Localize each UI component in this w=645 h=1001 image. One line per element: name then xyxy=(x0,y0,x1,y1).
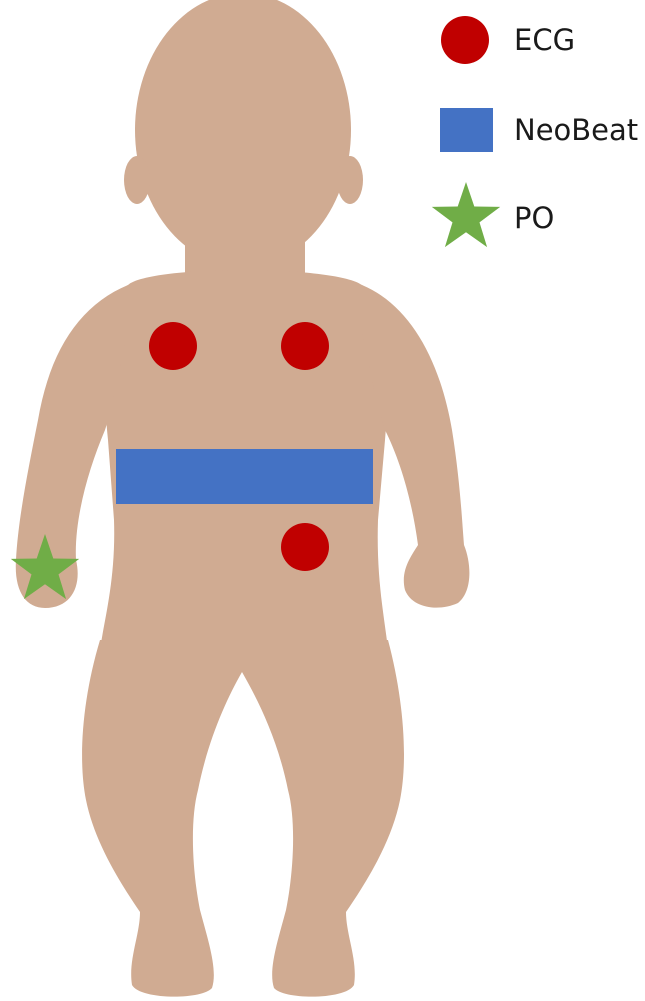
baby-head xyxy=(135,0,351,267)
legend-po-star xyxy=(432,182,500,247)
ecg-electrode-left-chest xyxy=(149,322,197,370)
legend-ecg-label: ECG xyxy=(514,23,575,57)
baby-left-ear xyxy=(124,156,150,204)
legend: ECG NeoBeat PO xyxy=(432,16,638,247)
legend-ecg-circle xyxy=(441,16,489,64)
ecg-electrode-abdomen xyxy=(281,523,329,571)
legend-neobeat-label: NeoBeat xyxy=(514,113,638,147)
legend-neobeat-rect xyxy=(440,108,493,152)
ecg-electrode-right-chest xyxy=(281,322,329,370)
baby-right-ear xyxy=(337,156,363,204)
legend-po-label: PO xyxy=(514,201,554,235)
baby-legs xyxy=(82,640,404,997)
neobeat-band xyxy=(116,449,373,504)
